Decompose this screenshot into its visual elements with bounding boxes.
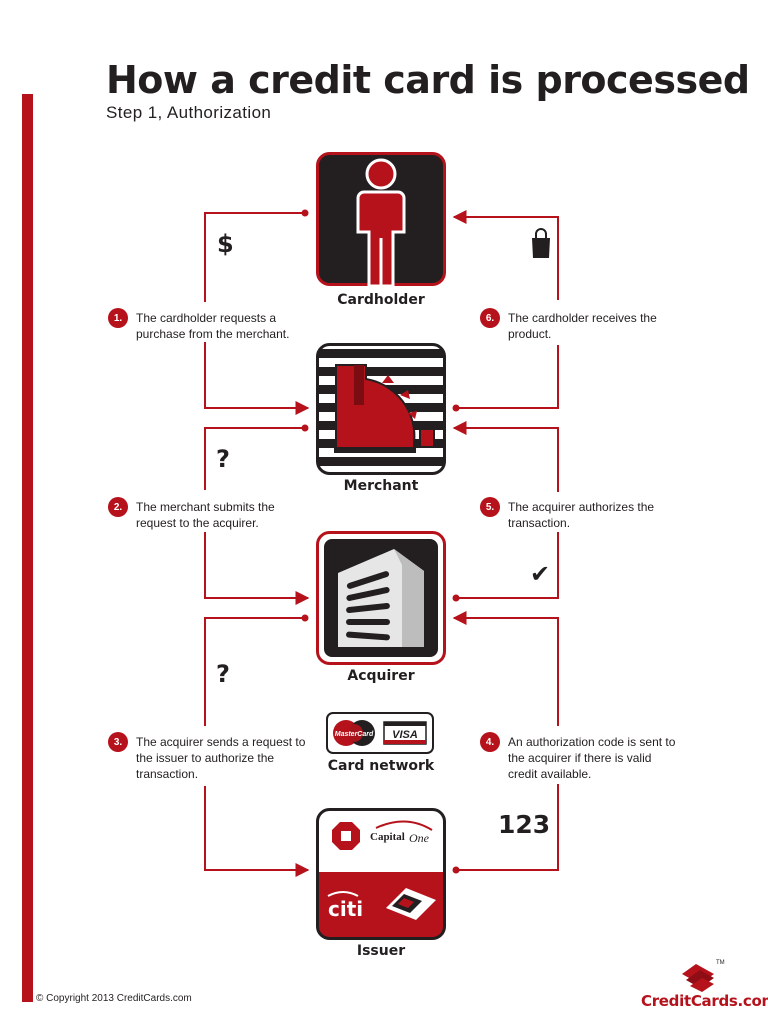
dollar-sign-icon: $: [217, 230, 234, 258]
connector-step-3: [204, 617, 305, 726]
creditcards-brand-text: CreditCards.com: [641, 992, 768, 1010]
citi-logo-text: citi: [328, 897, 363, 921]
copyright-text: © Copyright 2013 CreditCards.com: [36, 993, 192, 1004]
step-6: 6. The cardholder receives the product.: [480, 308, 673, 342]
shopping-bag-icon: [530, 226, 552, 265]
step-4-text: An authorization code is sent to the acq…: [508, 735, 676, 781]
connector-step-5: [456, 532, 559, 599]
node-label-cardholder: Cardholder: [337, 292, 425, 308]
authorization-code-text: 123: [498, 810, 551, 839]
step-3: 3. The acquirer sends a request to the i…: [108, 732, 306, 782]
step-4-badge: 4.: [480, 732, 500, 752]
step-3-text: The acquirer sends a request to the issu…: [136, 735, 306, 781]
connector-step-1: [204, 212, 305, 302]
step-6-badge: 6.: [480, 308, 500, 328]
step-2-badge: 2.: [108, 497, 128, 517]
step-5: 5. The acquirer authorizes the transacti…: [480, 497, 673, 531]
step-1-text: The cardholder requests a purchase from …: [136, 311, 290, 341]
checkmark-icon: ✔: [530, 560, 551, 588]
node-label-acquirer: Acquirer: [347, 668, 415, 684]
step-2: 2. The merchant submits the request to t…: [108, 497, 294, 531]
node-label-issuer: Issuer: [356, 943, 406, 959]
creditcards-logo-icon: [678, 962, 718, 997]
bank-of-america-flag-icon: [386, 888, 436, 920]
step-5-text: The acquirer authorizes the transaction.: [508, 500, 655, 530]
node-label-merchant: Merchant: [343, 478, 419, 494]
trademark-text: TM: [716, 960, 725, 966]
step-1-badge: 1.: [108, 308, 128, 328]
side-accent-bar: [22, 94, 33, 1002]
step-2-text: The merchant submits the request to the …: [136, 500, 275, 530]
visa-logo-text: VISA: [392, 729, 418, 741]
chase-octagon-icon: [332, 822, 360, 850]
connector-step-4: [456, 784, 559, 871]
issuer-bank-logos: Capital One citi: [316, 808, 446, 945]
step-4: 4. An authorization code is sent to the …: [480, 732, 678, 782]
step-6-text: The cardholder receives the product.: [508, 311, 657, 341]
page-title: How a credit card is processed: [106, 58, 750, 102]
mastercard-logo-text: MasterCard: [335, 731, 374, 738]
capital-one-logo-text: Capital: [370, 831, 405, 843]
acquirer-building-icon: [316, 531, 446, 670]
node-label-card-network: Card network: [327, 758, 435, 774]
merchant-register-icon: [316, 343, 446, 480]
connector-step-6: [456, 345, 559, 409]
step-3-badge: 3.: [108, 732, 128, 752]
capital-one-script-text: One: [409, 831, 430, 845]
question-mark-icon-2: ?: [216, 660, 230, 688]
cardholder-icon: [316, 152, 446, 291]
step-5-badge: 5.: [480, 497, 500, 517]
question-mark-icon-1: ?: [216, 445, 230, 473]
card-network-logos: MasterCard VISA: [326, 712, 434, 759]
page-subtitle: Step 1, Authorization: [106, 103, 272, 122]
step-1: 1. The cardholder requests a purchase fr…: [108, 308, 301, 342]
connector-step-2: [204, 427, 305, 490]
